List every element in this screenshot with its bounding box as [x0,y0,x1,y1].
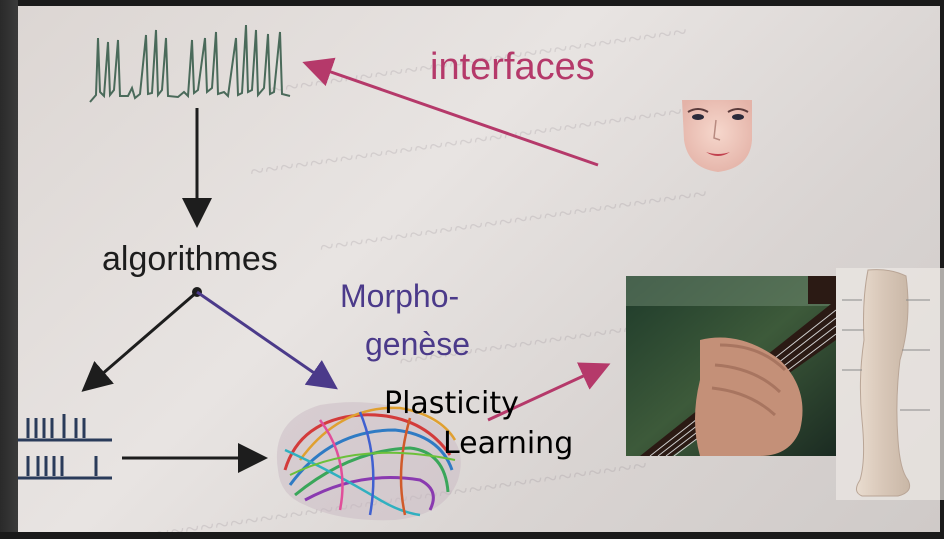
guitar-hand-photo [626,276,836,456]
label-interfaces: interfaces [430,46,595,89]
arrow-algorithmes-to-brain [197,292,333,386]
label-morphogenese-line2: genèse [365,326,470,363]
face-icon [682,100,752,172]
arrow-algorithmes-to-raster [86,292,197,388]
label-plasticity: Plasticity [384,386,519,421]
label-learning: Learning [443,426,573,461]
neuron-spike-train-icon [90,25,290,102]
leg-anatomy-illustration [836,268,944,500]
photo-bottom-border [0,532,944,539]
label-morphogenese-line1: Morpho- [340,278,459,315]
spike-raster-icon [18,414,112,478]
label-algorithmes: algorithmes [102,240,278,279]
